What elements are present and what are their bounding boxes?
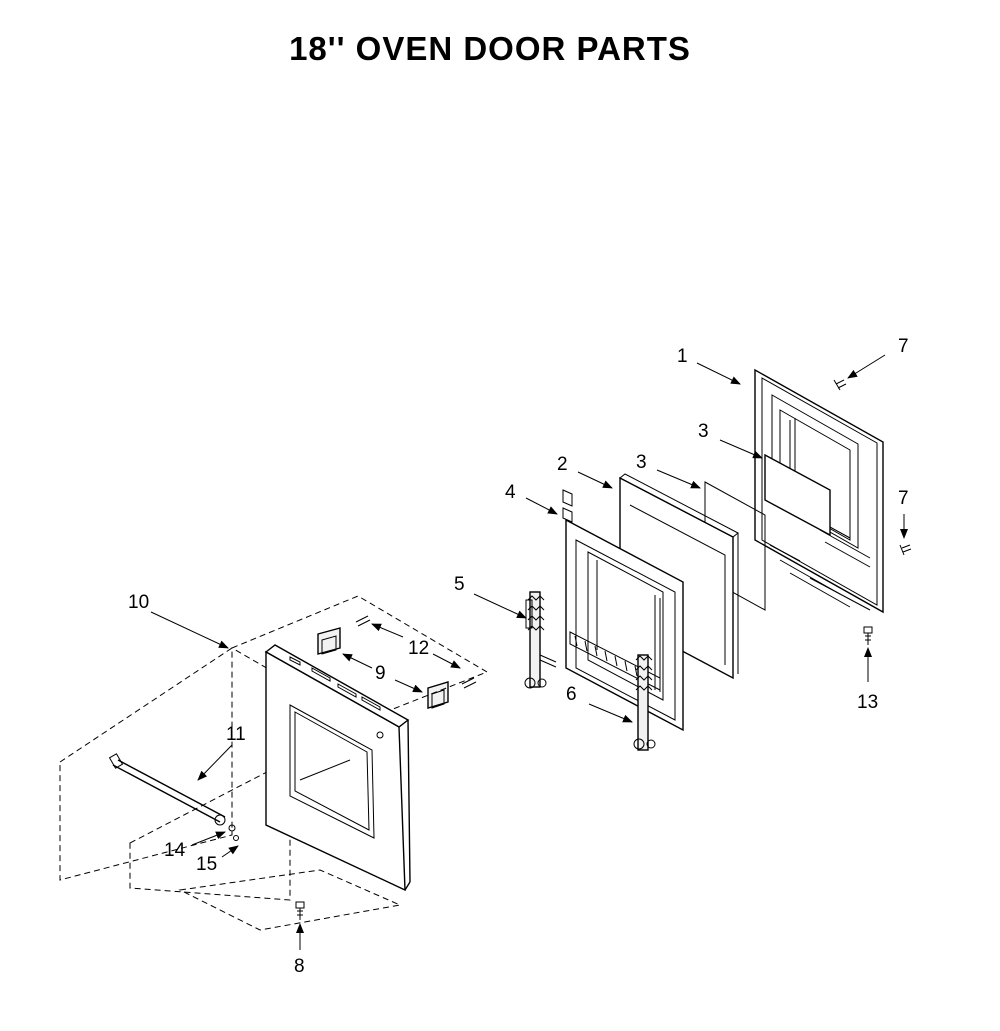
right-hinge <box>633 654 656 751</box>
callout-12: 12 <box>408 638 429 659</box>
callout-10: 10 <box>128 592 149 613</box>
left-hinge <box>524 591 557 689</box>
callout-3-rear: 3 <box>698 421 709 442</box>
screw-8 <box>295 901 305 920</box>
screws-12 <box>355 615 477 689</box>
callout-7-top: 7 <box>898 336 909 357</box>
callout-4: 4 <box>505 482 516 503</box>
callout-arrows <box>150 354 908 950</box>
callout-5: 5 <box>454 574 465 595</box>
callout-7-side: 7 <box>898 488 909 509</box>
screw-7-top <box>833 379 847 391</box>
door-frame <box>562 489 684 732</box>
callout-9: 9 <box>375 663 386 684</box>
screw-7-side <box>899 544 912 556</box>
callout-11: 11 <box>226 724 246 745</box>
diagram-title: 18'' OVEN DOOR PARTS <box>289 30 691 67</box>
handle-rod <box>108 753 239 841</box>
callout-13: 13 <box>857 692 878 713</box>
callout-6: 6 <box>566 684 577 705</box>
callout-14: 14 <box>164 840 186 861</box>
handle-bracket-right <box>427 681 449 709</box>
callout-15: 15 <box>196 854 217 875</box>
screw-13 <box>863 626 873 645</box>
callout-2: 2 <box>557 454 568 475</box>
callout-3-front: 3 <box>636 452 647 473</box>
callout-1: 1 <box>677 346 688 367</box>
outer-door <box>59 595 489 931</box>
callout-8: 8 <box>294 956 305 977</box>
handle-bracket-left <box>317 627 341 655</box>
